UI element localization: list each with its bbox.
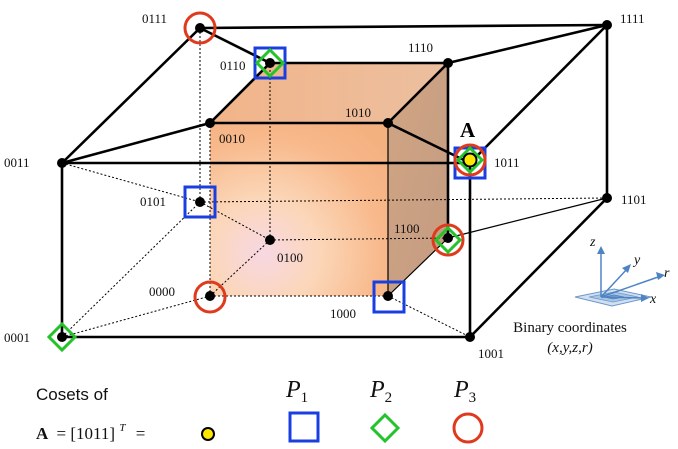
axis-x-label: x [649, 292, 657, 307]
circle-marker [431, 223, 465, 257]
legend-p3: P [453, 377, 469, 403]
hidden-edges [61, 28, 608, 338]
label-0110: 0110 [220, 58, 246, 73]
diamond-marker [455, 145, 485, 175]
legend-p1-sub: 1 [301, 390, 309, 406]
diamond-marker [46, 321, 78, 353]
legend-p2: P [369, 377, 385, 403]
label-0000: 0000 [149, 284, 175, 299]
square-marker [183, 185, 217, 219]
label-0011: 0011 [4, 155, 30, 170]
circle-marker [193, 280, 227, 314]
legend-cosets-text: Cosets of [36, 385, 108, 404]
axis-z-label: z [589, 235, 596, 250]
label-1011: 1011 [494, 155, 520, 170]
label-1110: 1110 [408, 40, 433, 55]
label-1010: 1010 [345, 105, 371, 120]
svg-text:P1: P1 [285, 377, 308, 406]
legend-p1: P [285, 377, 301, 403]
legend-circle-marker [452, 412, 484, 444]
legend-diamond-marker [369, 412, 401, 444]
inner-cube-edges [209, 61, 450, 297]
square-marker [372, 280, 406, 314]
svg-text:P2: P2 [369, 377, 392, 406]
coset-p2-markers [46, 47, 485, 353]
axes-caption-line1: Binary coordinates [513, 320, 627, 336]
circle-marker [183, 11, 217, 45]
legend-equation-bold: A [36, 424, 49, 443]
label-0101: 0101 [140, 194, 166, 209]
label-1101: 1101 [621, 192, 647, 207]
coordinate-axes-icon: z y r x [574, 235, 670, 307]
point-a-label: A [460, 118, 476, 142]
diamond-marker [254, 47, 286, 79]
outer-cube-edges [60, 23, 609, 339]
vertex-dots [57, 20, 612, 342]
legend-point-a-marker [201, 427, 215, 441]
point-a-marker [462, 152, 478, 168]
svg-text:A = [1011] T: A = [1011] T = [36, 416, 145, 443]
svg-text:P3: P3 [453, 377, 476, 406]
label-0001: 0001 [4, 330, 30, 345]
legend-p2-sub: 2 [385, 390, 393, 406]
label-0100: 0100 [277, 250, 303, 265]
legend-equation-end: = [136, 424, 146, 443]
label-1001: 1001 [478, 346, 504, 361]
label-0111: 0111 [142, 11, 167, 26]
label-1000: 1000 [330, 306, 356, 321]
legend-p3-sub: 3 [469, 390, 477, 406]
legend: Cosets of A = [1011] T = P1 P2 P3 [36, 377, 484, 444]
legend-equation-rest: = [1011] [57, 424, 116, 443]
axis-y-label: y [632, 253, 641, 268]
coset-p3-markers [183, 11, 487, 314]
label-0010: 0010 [219, 131, 245, 146]
axes-caption-line2: (x,y,z,r) [547, 340, 592, 356]
axis-r-label: r [664, 266, 670, 281]
label-1100: 1100 [394, 221, 420, 236]
diamond-marker [433, 225, 463, 255]
circle-marker [453, 143, 487, 177]
legend-equation-sup: T [119, 422, 126, 434]
label-1111: 1111 [620, 11, 645, 26]
legend-square-marker [288, 411, 320, 443]
vertex-labels: 0111 1111 1110 0110 1010 0010 0011 1011 … [4, 11, 647, 361]
